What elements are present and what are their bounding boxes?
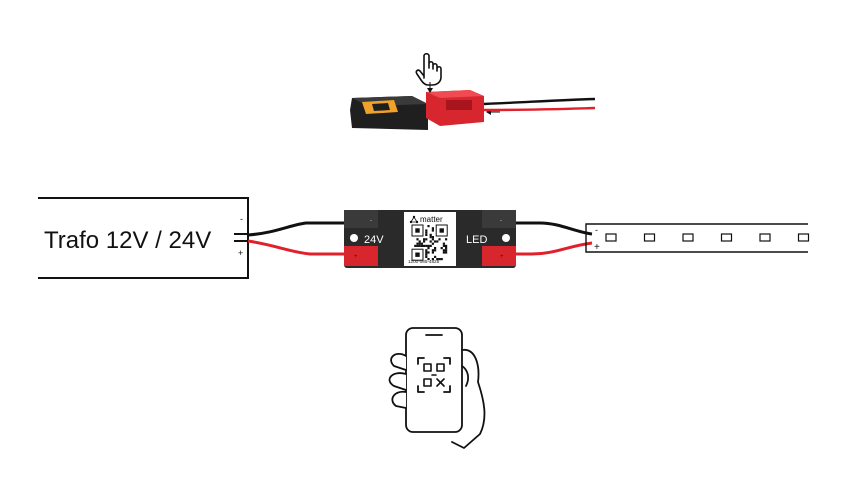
output-wires bbox=[516, 221, 593, 256]
controller-left-port-plus: + bbox=[354, 254, 358, 260]
controller-mount-hole-right bbox=[502, 234, 510, 242]
led-strip: - + bbox=[585, 223, 810, 253]
controller-brand: matter bbox=[420, 215, 443, 224]
controller-mount-hole-left bbox=[350, 234, 358, 242]
led-strip-minus: - bbox=[595, 225, 598, 235]
matter-logo-icon bbox=[409, 215, 419, 224]
led-chip bbox=[759, 233, 771, 242]
controller-input-label: 24V bbox=[364, 234, 384, 246]
led-chip bbox=[682, 233, 694, 242]
led-chips bbox=[605, 233, 810, 242]
phone-qr-scan-icon bbox=[388, 327, 486, 449]
transformer-plus: + bbox=[238, 248, 243, 258]
controller-sticker bbox=[404, 212, 456, 266]
transformer-minus: - bbox=[240, 214, 243, 224]
controller-right-port-minus: - bbox=[500, 218, 502, 224]
led-chip bbox=[797, 233, 810, 242]
led-chip bbox=[720, 233, 733, 242]
input-wires bbox=[247, 221, 344, 256]
controller-left-port-minus: - bbox=[370, 218, 372, 224]
connector-insertion-illustration bbox=[350, 82, 596, 130]
matter-controller: - + - + 24V LED matter 1200-085-4825 bbox=[344, 210, 516, 268]
controller-output-label: LED bbox=[466, 234, 487, 246]
led-chip bbox=[643, 233, 656, 242]
led-chip bbox=[605, 233, 617, 242]
transformer-label: Trafo 12V / 24V bbox=[44, 227, 211, 254]
hand-pointer-icon bbox=[415, 52, 442, 86]
controller-qr-code bbox=[411, 224, 448, 261]
transformer-box: Trafo 12V / 24V - + bbox=[38, 197, 249, 279]
controller-right-port-plus: + bbox=[500, 254, 504, 260]
controller-pairing-code: 1200-085-4825 bbox=[408, 259, 440, 264]
led-strip-plus: + bbox=[594, 242, 600, 253]
